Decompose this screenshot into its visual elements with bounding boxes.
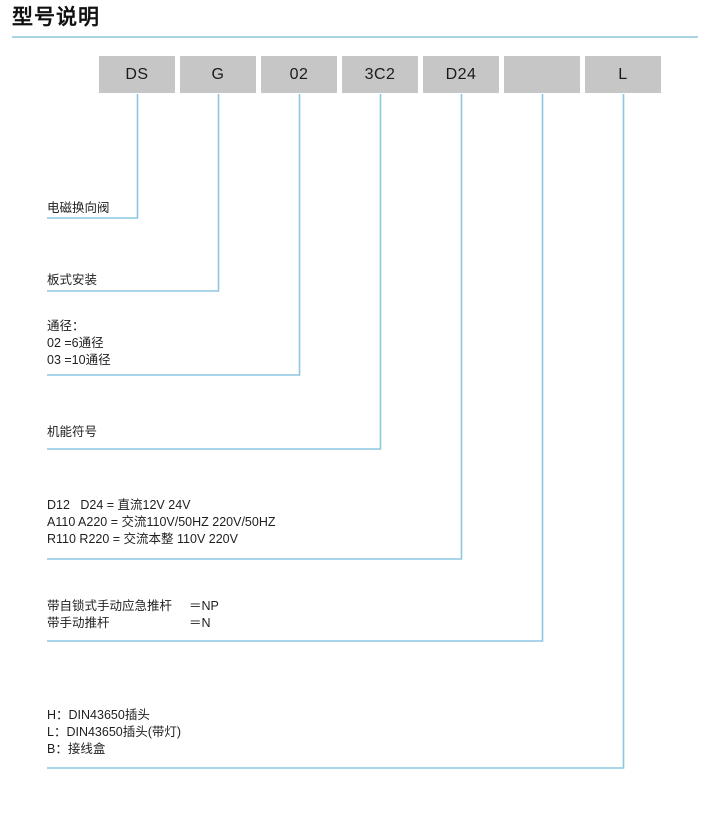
description-line: 电磁换向阀 [47, 201, 110, 215]
description-line: R110 R220 = 交流本整 110V 220V [47, 532, 238, 546]
code-box-connector[interactable]: L [585, 56, 661, 93]
description-block-2: 板式安装 [47, 272, 97, 289]
page-title: 型号说明 [12, 6, 100, 29]
description-line: B：接线盒 [47, 742, 106, 756]
description-pair: 带手动推杆 ＝N [47, 615, 219, 632]
description-line: A110 A220 = 交流110V/50HZ 220V/50HZ [47, 515, 276, 529]
description-line: 02 =6通径 [47, 336, 104, 350]
description-pair-key: 带手动推杆 [47, 616, 110, 630]
description-line: L：DIN43650插头(带灯) [47, 725, 182, 739]
code-box-mounting[interactable]: G [180, 56, 256, 93]
description-line: H：DIN43650插头 [47, 708, 150, 722]
description-line: 机能符号 [47, 425, 98, 439]
leader-line-7 [47, 94, 625, 769]
description-pair-value: ＝NP [189, 599, 219, 613]
description-line: D12 D24 = 直流12V 24V [47, 498, 191, 512]
leader-line-6 [47, 94, 544, 642]
title-divider [12, 36, 698, 38]
leader-line-2 [47, 94, 220, 292]
description-line: 通径： [47, 319, 85, 333]
code-box-voltage[interactable]: D24 [423, 56, 499, 93]
description-block-5: D12 D24 = 直流12V 24V A110 A220 = 交流110V/50… [47, 497, 276, 548]
description-pair-value: ＝N [189, 616, 211, 630]
description-line: 板式安装 [47, 273, 98, 287]
description-block-3: 通径： 02 =6通径 03 =10通径 [47, 318, 111, 369]
code-box-size[interactable]: 02 [261, 56, 337, 93]
description-block-4: 机能符号 [47, 424, 97, 441]
description-block-1: 电磁换向阀 [47, 200, 110, 217]
description-block-7: H：DIN43650插头 L：DIN43650插头(带灯) B：接线盒 [47, 707, 181, 758]
code-box-spool[interactable]: 3C2 [342, 56, 418, 93]
code-box-series[interactable]: DS [99, 56, 175, 93]
code-box-override[interactable] [504, 56, 580, 93]
description-block-6: 带自锁式手动应急推杆 ＝NP 带手动推杆 ＝N [47, 598, 219, 632]
description-pair: 带自锁式手动应急推杆 ＝NP [47, 598, 219, 615]
description-line: 03 =10通径 [47, 353, 111, 367]
description-pair-key: 带自锁式手动应急推杆 [47, 599, 173, 613]
leader-line-4 [47, 94, 382, 450]
